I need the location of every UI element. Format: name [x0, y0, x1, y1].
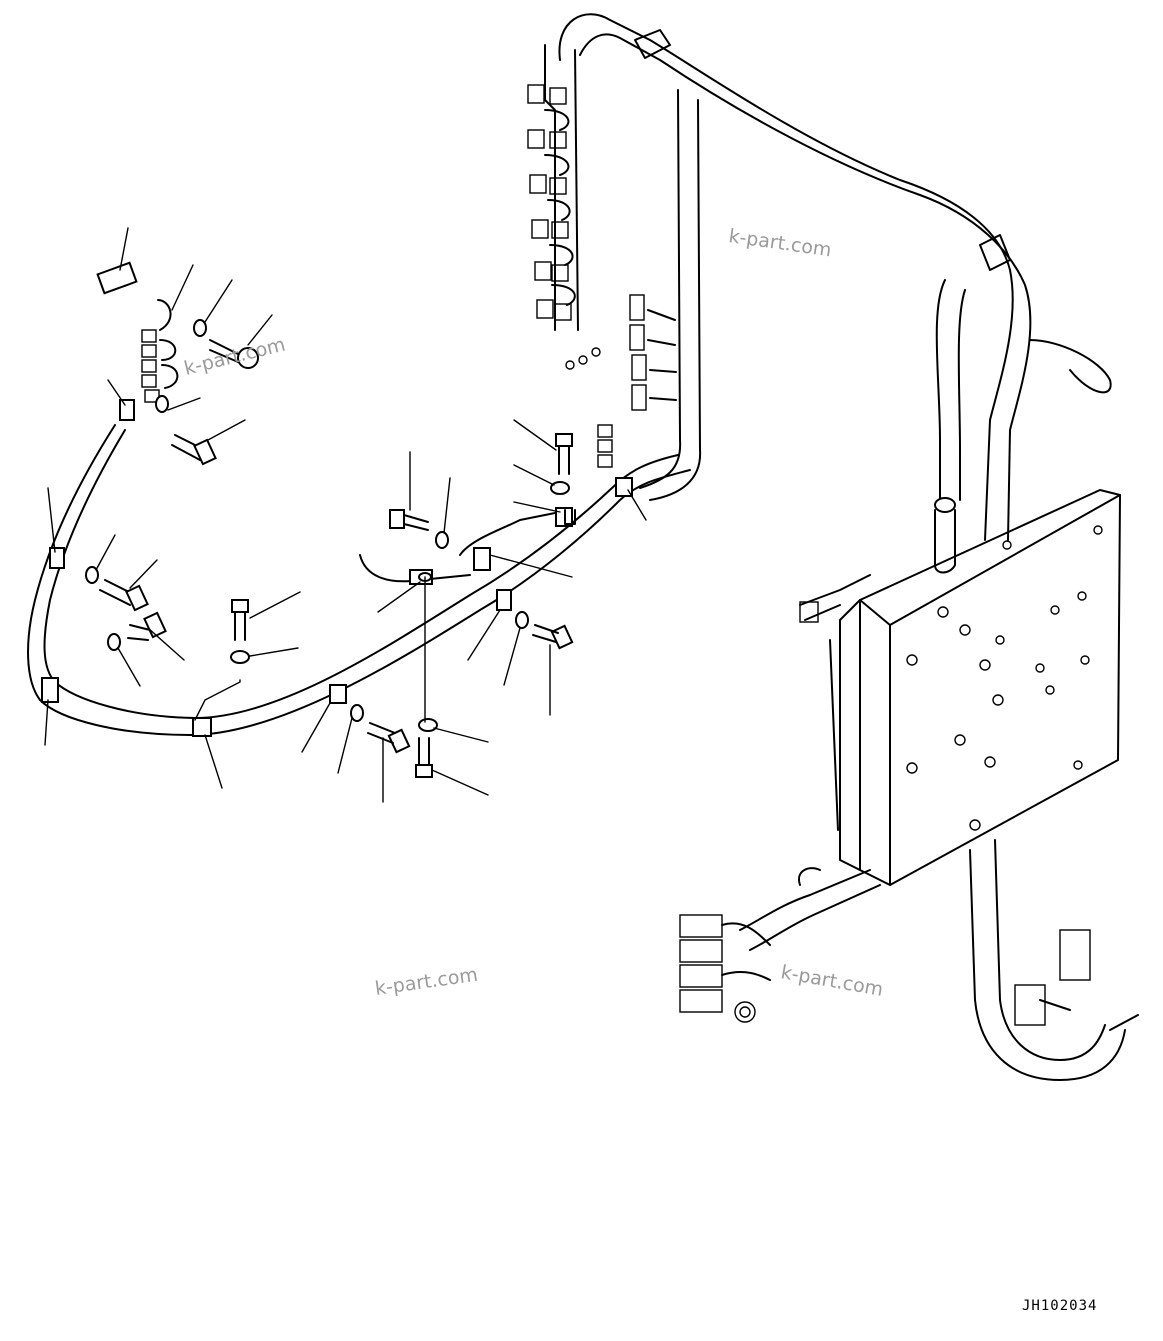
middle-connector-stack	[597, 294, 677, 468]
watermark-text: k-part.com	[182, 333, 288, 379]
upper-connector-stack	[527, 84, 601, 370]
controller-box	[799, 489, 1121, 886]
lower-harness	[679, 839, 1139, 1081]
leader-lines	[44, 227, 647, 803]
watermark-text: k-part.com	[727, 225, 833, 261]
lower-left-harness	[27, 299, 691, 737]
watermark-text: k-part.com	[374, 964, 480, 1000]
upper-harness	[544, 13, 1112, 541]
drawing-code: JH102034	[1022, 1298, 1097, 1314]
fasteners	[85, 261, 576, 778]
watermark-text: k-part.com	[779, 961, 885, 1001]
